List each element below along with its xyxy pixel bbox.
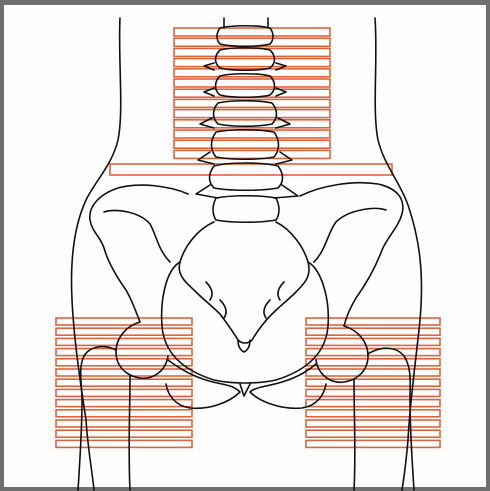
lumbar-stripe	[174, 48, 330, 56]
lumbar-stripe	[174, 140, 330, 148]
right-hip-stripe	[56, 420, 192, 427]
iliac-crest-stripe	[110, 164, 392, 175]
left-hip-stripe	[306, 430, 440, 437]
lumbar-stripe	[174, 89, 330, 97]
left-hip-stripe	[306, 440, 440, 447]
right-hip-stripe	[56, 389, 192, 396]
left-hip-stripe	[306, 369, 440, 376]
right-hip-stripe	[56, 440, 192, 447]
lumbar-stripe	[174, 150, 330, 158]
lumbar-stripe	[174, 110, 330, 118]
left-hip-stripe	[306, 389, 440, 396]
left-hip-stripe	[306, 349, 440, 356]
left-hip-stripe	[306, 420, 440, 427]
left-hip-stripe	[306, 410, 440, 417]
left-hip-stripe	[306, 359, 440, 366]
right-hip-stripe	[56, 318, 192, 325]
right-hip-stripe	[56, 379, 192, 386]
left-hip-stripe	[306, 400, 440, 407]
lumbar-stripe	[174, 28, 330, 36]
lumbar-stripe	[174, 79, 330, 87]
right-hip-stripe	[56, 410, 192, 417]
lumbar-stripe	[174, 130, 330, 138]
lumbar-stripe	[174, 38, 330, 46]
right-hip-stripe	[56, 400, 192, 407]
lumbar-stripe	[174, 59, 330, 67]
right-hip-stripe	[56, 430, 192, 437]
